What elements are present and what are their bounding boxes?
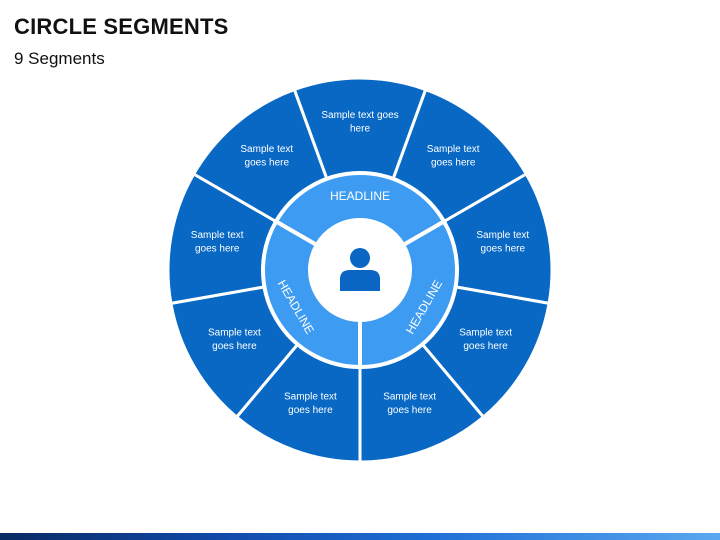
inner-ring bbox=[261, 171, 459, 370]
page-subtitle: 9 Segments bbox=[14, 49, 105, 68]
page-title: CIRCLE SEGMENTS bbox=[14, 14, 229, 39]
inner-ring-outline bbox=[261, 171, 459, 369]
bottom-accent-bar bbox=[0, 533, 720, 540]
outer-segments bbox=[166, 76, 554, 464]
headline-label-1: HEADLINE bbox=[330, 189, 390, 203]
person-icon bbox=[340, 248, 380, 291]
